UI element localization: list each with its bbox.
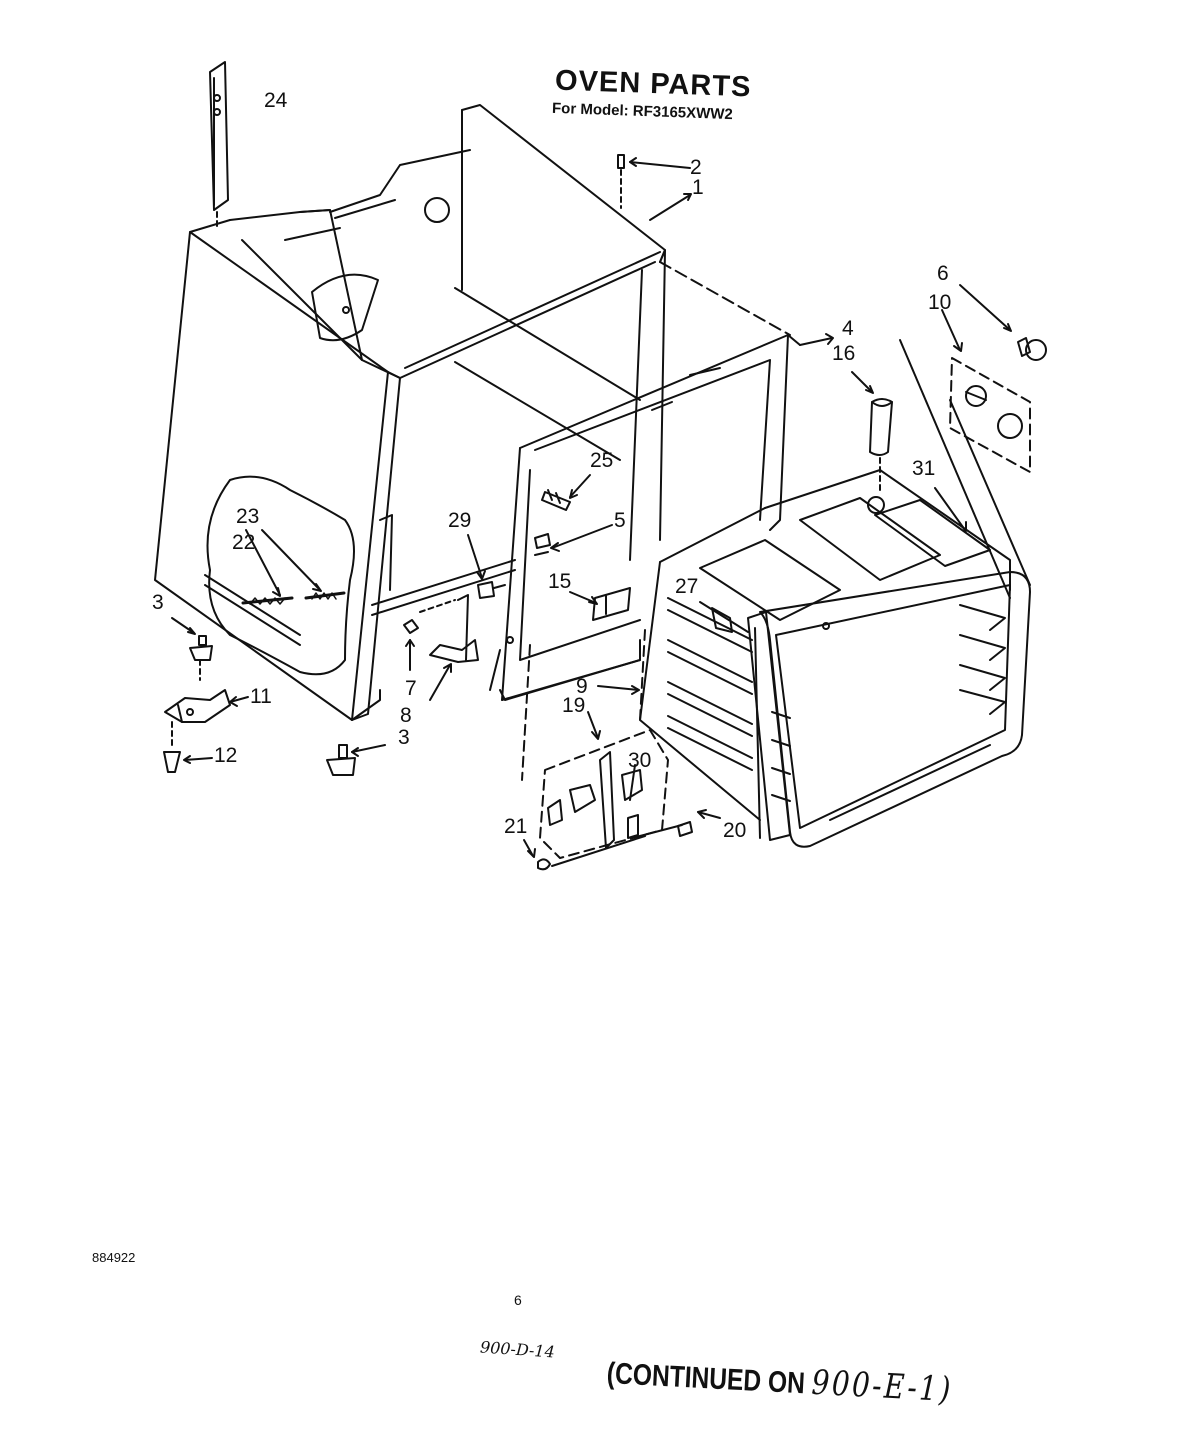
callout-1: 1 [692,176,704,199]
oven-liner-part [639,469,1031,848]
leveling-leg-part [171,617,386,776]
callout-7: 7 [405,677,417,700]
clip-21-part [523,835,646,871]
callout-10: 10 [928,291,952,314]
bulb-part [959,284,1047,361]
callout-31: 31 [912,457,936,480]
screw-part [163,751,213,773]
screw-2-part [617,154,692,221]
callout-20: 20 [723,819,747,842]
springs-part [241,529,346,605]
cabinet-body-part [154,104,666,721]
callout-5: 5 [614,509,626,532]
callout-16: 16 [832,342,856,365]
door-panel-part [521,629,646,781]
callout-9: 9 [576,675,588,698]
callout-24: 24 [264,89,288,112]
hinge-7-8-part [403,594,501,701]
callout-12: 12 [214,744,238,767]
leg-bracket-part [164,689,249,746]
callout-27: 27 [675,575,699,598]
callout-8: 8 [400,704,412,727]
callout-30: 30 [628,749,652,772]
callout-4: 4 [842,317,854,340]
screw-20-part [639,809,721,837]
callout-23: 23 [236,505,260,528]
callout-11: 11 [250,685,272,708]
callout-6: 6 [937,262,949,285]
rack-guide-part [899,339,1031,599]
callout-3-bottom: 3 [398,726,410,749]
orifice-part [541,474,591,511]
bracket-5-part [534,524,613,556]
trim-strip-part [209,61,229,231]
bracket-15-part [569,587,631,621]
page-number: 6 [514,1292,522,1308]
door-hinge-assembly-part [539,711,669,859]
continued-ref: 900-E-1) [810,1362,954,1411]
callout-21: 21 [504,815,528,838]
callout-15: 15 [548,570,572,593]
pin-29-part [467,534,506,599]
callout-25: 25 [590,449,614,472]
callout-19: 19 [562,694,586,717]
document-number: 884922 [92,1250,136,1265]
light-socket-part [941,309,1031,473]
callout-29: 29 [448,509,472,532]
diagram-title: OVEN PARTS [554,64,752,104]
burner-tube-part [851,371,893,491]
callout-2: 2 [690,156,702,179]
front-frame-part [501,261,834,701]
callout-3-left: 3 [152,591,164,614]
callout-22: 22 [232,531,256,554]
